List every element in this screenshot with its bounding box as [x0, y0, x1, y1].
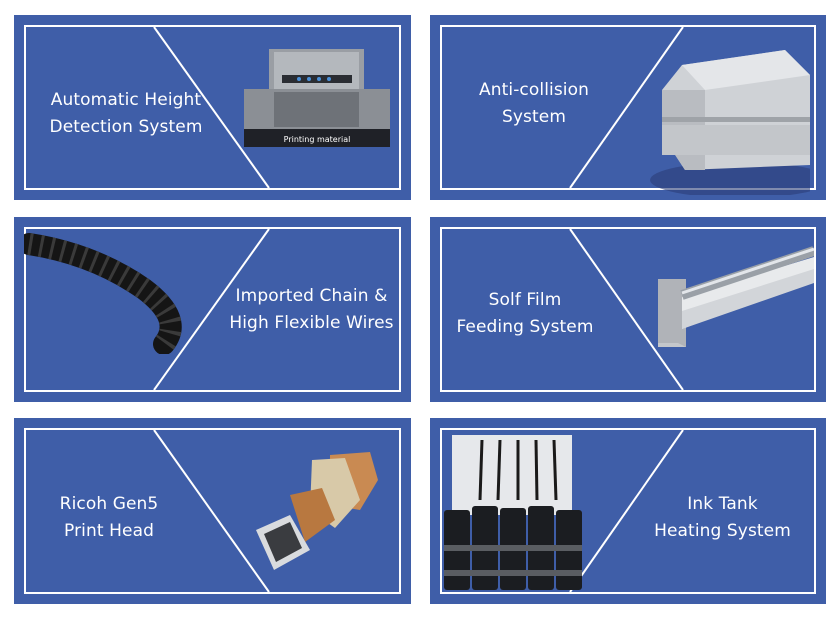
feature-title: Automatic Height Detection System	[36, 87, 216, 141]
height-sensor-photo: Printing material	[244, 47, 394, 162]
feature-title: Solf Film Feeding System	[450, 287, 600, 341]
diagonal-divider	[569, 26, 684, 189]
feature-card-print-head: Ricoh Gen5 Print Head	[14, 418, 411, 604]
feature-title: Anti-collision System	[450, 77, 618, 131]
feature-title-line-1: Imported Chain &	[235, 286, 388, 306]
feature-title-line-1: Solf Film	[488, 290, 562, 310]
feature-card-height-detection: Automatic Height Detection System Printi…	[14, 15, 411, 200]
film-feeding-roller-photo	[658, 239, 816, 349]
card-frame	[24, 227, 401, 392]
card-frame	[24, 25, 401, 190]
feature-card-chain-wires: Imported Chain & High Flexible Wires	[14, 217, 411, 402]
feature-title: Imported Chain & High Flexible Wires	[219, 283, 404, 337]
feature-title-line-2: Feeding System	[456, 317, 594, 337]
card-frame	[440, 25, 816, 190]
feature-card-film-feeding: Solf Film Feeding System	[430, 217, 826, 402]
diagonal-divider	[569, 228, 684, 391]
diagonal-divider	[153, 429, 270, 593]
feature-title-line-1: Anti-collision	[479, 80, 589, 100]
card-frame	[440, 227, 816, 392]
diagonal-divider	[153, 26, 270, 189]
print-head-photo	[250, 450, 390, 575]
image-caption: Printing material	[284, 135, 351, 144]
feature-title: Ink Tank Heating System	[645, 491, 800, 545]
feature-title-line-2: System	[502, 107, 566, 127]
feature-title-line-1: Automatic Height	[50, 90, 202, 110]
feature-title-line-2: High Flexible Wires	[229, 313, 394, 333]
feature-title: Ricoh Gen5 Print Head	[39, 491, 179, 545]
feature-card-anti-collision: Anti-collision System	[430, 15, 826, 200]
diagonal-divider	[153, 228, 270, 391]
cable-chain-photo	[18, 229, 199, 355]
feature-title-line-1: Ricoh Gen5	[59, 494, 159, 514]
feature-title-line-2: Print Head	[64, 521, 154, 541]
feature-title-line-2: Detection System	[49, 117, 203, 137]
feature-title-line-1: Ink Tank	[687, 494, 758, 514]
card-frame	[24, 428, 401, 594]
card-frame	[440, 428, 816, 594]
feature-card-ink-tank: Ink Tank Heating System	[430, 418, 826, 604]
feature-title-line-2: Heating System	[654, 521, 791, 541]
diagonal-divider	[569, 429, 684, 593]
anti-collision-cover-photo	[650, 45, 826, 198]
ink-tank-photo	[442, 430, 592, 594]
